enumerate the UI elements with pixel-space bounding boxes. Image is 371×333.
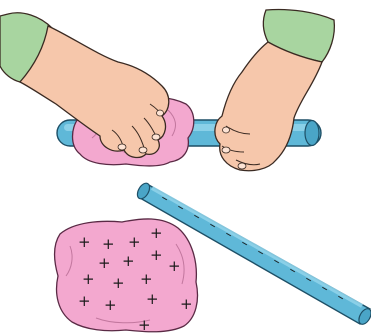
cloth-charge: + — [122, 252, 135, 270]
cloth-charge: + — [138, 316, 151, 333]
cloth-icon — [55, 219, 198, 332]
cloth-charge: + — [78, 233, 91, 251]
cloth-charge: + — [146, 290, 159, 308]
cloth-charge: + — [98, 254, 111, 272]
cloth-charge: + — [104, 296, 117, 314]
cloth-charge: + — [78, 292, 91, 310]
cloth-charge: + — [150, 246, 163, 264]
right-hand-icon — [215, 9, 334, 170]
cloth-charge: + — [140, 270, 153, 288]
cloth-charge: + — [102, 235, 115, 253]
cloth-charge: + — [180, 295, 193, 313]
cloth-charge: + — [168, 257, 181, 275]
cloth-charge: + — [150, 224, 163, 242]
cloth-charge: + — [128, 233, 141, 251]
cloth-charge: + — [112, 274, 125, 292]
cloth-charge: + — [82, 270, 95, 288]
